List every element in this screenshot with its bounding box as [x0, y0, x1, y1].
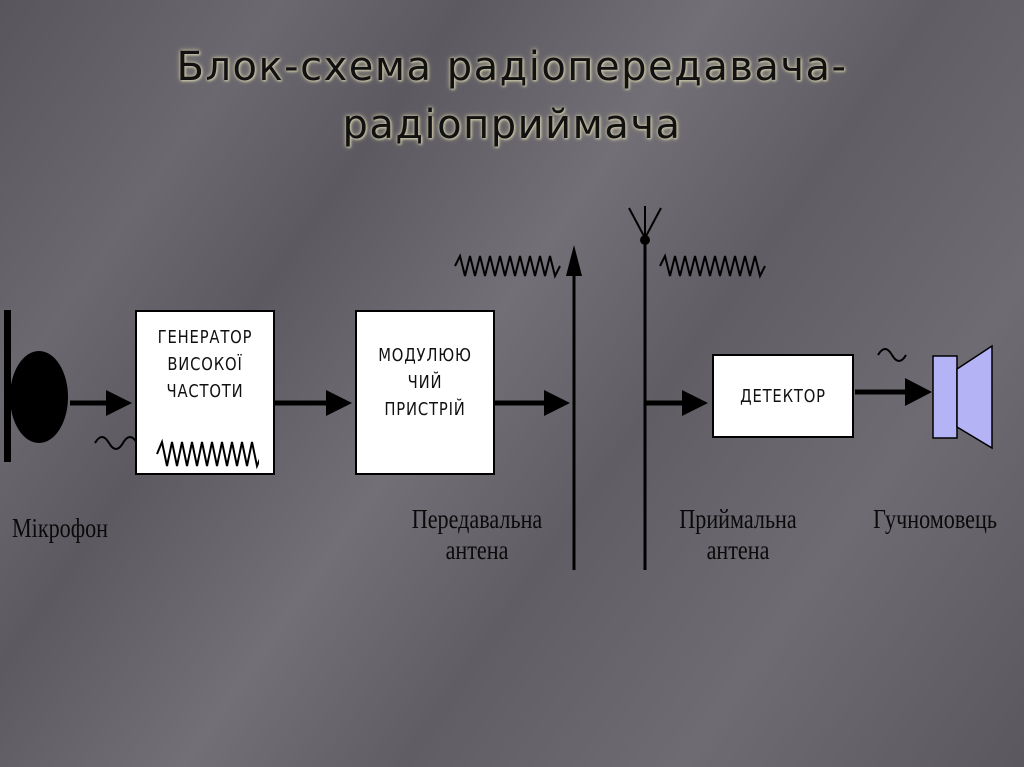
audio-wave-mic [94, 436, 138, 450]
audio-wave-speaker [877, 348, 907, 362]
modulator-label-line-3: ПРИСТРІЙ [384, 399, 466, 420]
detector-label: ДЕТЕКТОР [740, 386, 826, 407]
arrow-antenna-to-detector [646, 390, 708, 416]
slide-title: Блок-схема радіопередавача- радіоприймач… [0, 38, 1024, 154]
title-line-2: радіоприймача [342, 102, 682, 148]
speaker-icon [932, 344, 993, 450]
rx-antenna-caption: Приймальна антена [663, 504, 812, 566]
transmitting-antenna [566, 245, 582, 570]
tx-antenna-caption: Передавальна антена [401, 504, 554, 566]
modulator-block: МОДУЛЮЮ ЧИЙ ПРИСТРІЙ [355, 310, 495, 475]
generator-block: ГЕНЕРАТОР ВИСОКОЇ ЧАСТОТИ [135, 310, 275, 475]
rx-radio-wave [659, 253, 766, 279]
microphone-caption: Мікрофон [11, 513, 108, 543]
modulator-label-line-2: ЧИЙ [407, 372, 443, 393]
rx-antenna-caption-line-1: Приймальна [679, 504, 797, 534]
arrow-generator-to-modulator [274, 390, 352, 416]
tx-antenna-caption-line-2: антена [445, 535, 509, 565]
tx-antenna-caption-line-1: Передавальна [411, 504, 543, 534]
arrow-modulator-to-antenna [494, 390, 570, 416]
detector-block: ДЕТЕКТОР [712, 354, 854, 438]
microphone-stand [4, 310, 11, 462]
speaker-caption: Гучномовець [873, 504, 997, 534]
microphone-head [10, 351, 68, 443]
generator-wave [156, 439, 259, 469]
title-line-1: Блок-схема радіопередавача- [176, 44, 848, 90]
generator-label-line-1: ГЕНЕРАТОР [157, 327, 253, 348]
modulator-label-line-1: МОДУЛЮЮ [378, 345, 472, 366]
generator-label-line-3: ЧАСТОТИ [166, 381, 244, 402]
tx-radio-wave [454, 253, 561, 279]
arrow-mic-to-generator [70, 390, 132, 416]
rx-antenna-caption-line-2: антена [706, 535, 770, 565]
arrow-detector-to-speaker [855, 378, 932, 406]
generator-label-line-2: ВИСОКОЇ [167, 354, 243, 375]
receiving-antenna [628, 206, 662, 570]
